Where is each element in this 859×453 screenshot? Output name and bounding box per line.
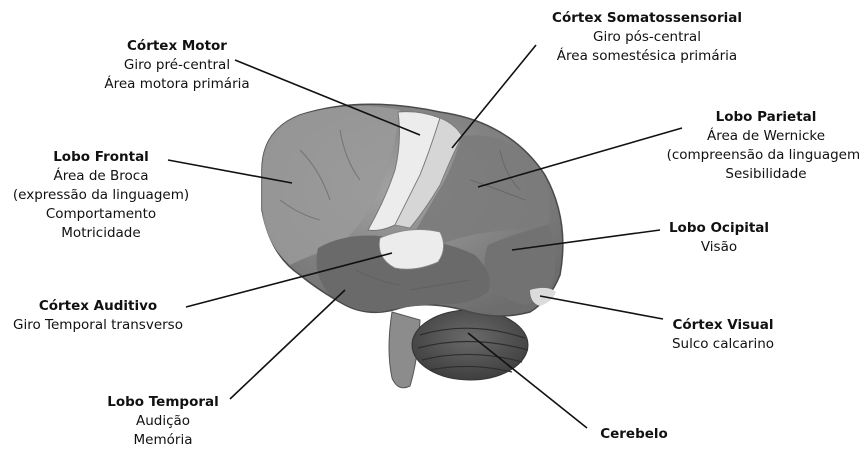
label-cortex-somatossensorial: Córtex Somatossensorial Giro pós-central… xyxy=(552,9,742,66)
label-lobo-temporal: Lobo Temporal Audição Memória xyxy=(107,393,219,450)
label-line: (expressão da linguagem) xyxy=(13,186,189,205)
label-title: Córtex Auditivo xyxy=(13,297,183,316)
label-title: Córtex Motor xyxy=(104,37,249,56)
label-title: Cerebelo xyxy=(600,425,668,444)
label-cortex-visual: Córtex Visual Sulco calcarino xyxy=(672,316,774,354)
label-line: Motricidade xyxy=(13,224,189,243)
label-line: Área somestésica primária xyxy=(552,47,742,66)
label-line: Giro pré-central xyxy=(104,56,249,75)
label-line: Giro pós-central xyxy=(552,28,742,47)
label-line: Giro Temporal transverso xyxy=(13,316,183,335)
auditory-cortex xyxy=(379,230,443,270)
label-cortex-motor: Córtex Motor Giro pré-central Área motor… xyxy=(104,37,249,94)
label-line: Área de Wernicke xyxy=(667,127,859,146)
label-cortex-auditivo: Córtex Auditivo Giro Temporal transverso xyxy=(13,297,183,335)
label-title: Lobo Parietal xyxy=(667,108,859,127)
label-line: Área de Broca xyxy=(13,167,189,186)
label-lobo-frontal: Lobo Frontal Área de Broca (expressão da… xyxy=(13,148,189,243)
label-line: Área motora primária xyxy=(104,75,249,94)
label-line: Audição xyxy=(107,412,219,431)
label-line: Sesibilidade xyxy=(667,165,859,184)
label-line: Comportamento xyxy=(13,205,189,224)
leader-lobo-temporal xyxy=(230,290,345,399)
label-title: Córtex Somatossensorial xyxy=(552,9,742,28)
label-title: Córtex Visual xyxy=(672,316,774,335)
label-title: Lobo Temporal xyxy=(107,393,219,412)
label-line: (compreensão da linguagem) xyxy=(667,146,859,165)
label-title: Lobo Frontal xyxy=(13,148,189,167)
label-cerebelo: Cerebelo xyxy=(600,425,668,444)
label-lobo-ocipital: Lobo Ocipital Visão xyxy=(669,219,769,257)
label-line: Visão xyxy=(669,238,769,257)
leader-cortex-visual xyxy=(540,296,663,319)
label-lobo-parietal: Lobo Parietal Área de Wernicke (compreen… xyxy=(667,108,859,184)
label-title: Lobo Ocipital xyxy=(669,219,769,238)
label-line: Sulco calcarino xyxy=(672,335,774,354)
label-line: Memória xyxy=(107,431,219,450)
